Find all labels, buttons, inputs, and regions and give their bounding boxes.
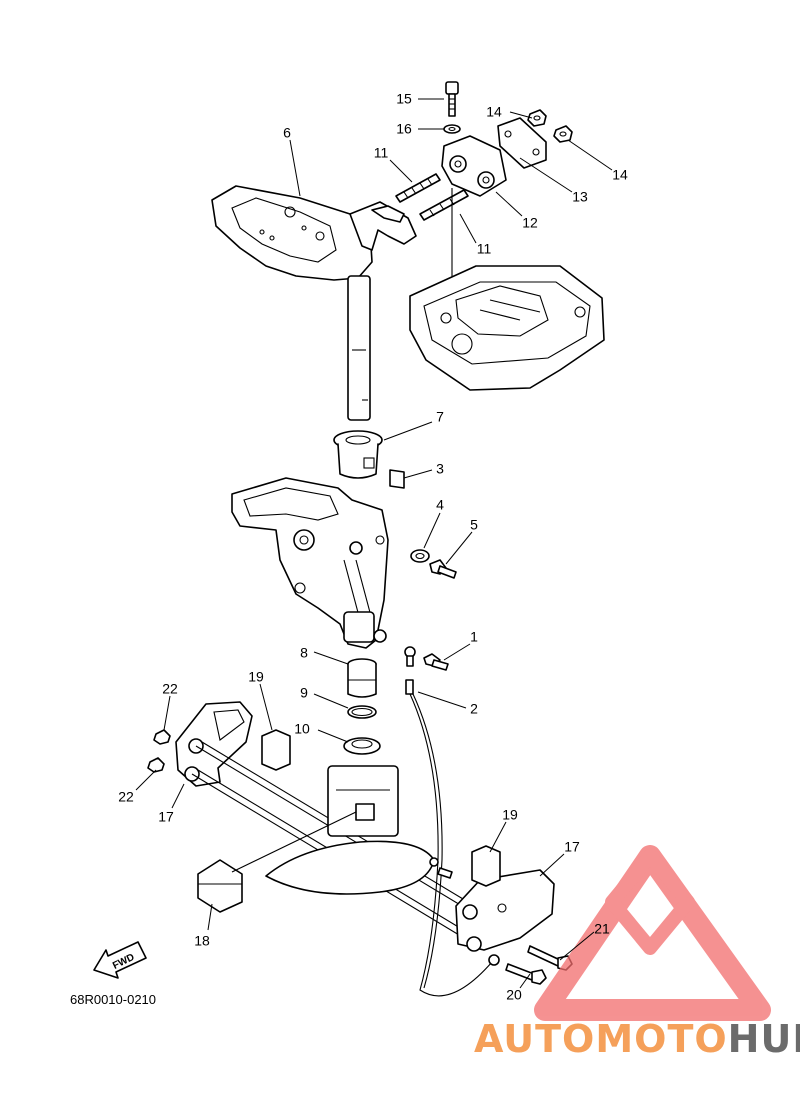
clamp-bracket-17-right (455, 869, 555, 952)
callout-number: 13 (572, 189, 588, 205)
leader-line (519, 973, 531, 989)
clip-18 (197, 859, 243, 913)
callout-number: 11 (477, 241, 492, 257)
collar-4 (410, 549, 430, 563)
leader-line (559, 931, 595, 961)
callout-number: 9 (300, 685, 308, 701)
ground-lead-2 (404, 646, 500, 997)
watermark-text-part-1: AUTOMOTO (474, 1017, 728, 1061)
callout-number: 16 (396, 121, 412, 137)
callout-number: 12 (522, 215, 538, 231)
leader-line (423, 512, 441, 549)
mount-rubber-12 (441, 135, 507, 197)
seal-10 (343, 737, 381, 755)
callout-number: 18 (194, 933, 210, 949)
leader-line (171, 783, 185, 809)
nut-22-lower (147, 757, 165, 773)
callout-number: 8 (300, 645, 308, 661)
stud-bolt-11-lower (419, 189, 469, 221)
callout-number: 21 (594, 921, 610, 937)
fwd-arrow-icon: FWD (93, 941, 147, 979)
leader-line (289, 139, 301, 197)
stud-bolt-11-upper (395, 173, 441, 203)
callout-number: 11 (374, 145, 389, 161)
leader-line (163, 695, 171, 731)
leader-line (489, 821, 507, 853)
watermark-text-part-2: HUB (728, 1017, 800, 1061)
callout-number: 1 (470, 629, 478, 645)
callout-number: 17 (564, 839, 580, 855)
leader-line (495, 191, 523, 217)
leader-line (445, 531, 473, 565)
callout-number: 3 (436, 461, 444, 477)
plate-3 (389, 469, 405, 489)
leader-line (519, 157, 573, 193)
leader-line (539, 853, 565, 877)
callout-number: 22 (118, 789, 134, 805)
leader-line (417, 691, 467, 709)
pad-19-right (471, 845, 501, 887)
o-ring-9 (347, 705, 377, 719)
callout-number: 19 (248, 669, 264, 685)
engine-base (409, 265, 605, 391)
nut-14-upper (527, 109, 547, 127)
bolt-1 (423, 653, 449, 671)
bolt-20 (505, 963, 547, 985)
callout-number: 6 (283, 125, 291, 141)
callout-number: 20 (506, 987, 522, 1003)
screw-small (429, 857, 453, 879)
watermark-text: AUTOMOTOHUB (474, 1017, 800, 1061)
leader-line (443, 643, 471, 661)
leader-line (313, 651, 349, 665)
leader-line (509, 111, 533, 119)
lower-casing (265, 765, 435, 895)
callout-number: 14 (486, 104, 502, 120)
leader-line (459, 213, 477, 244)
washer-16 (443, 124, 461, 134)
bushing-7 (333, 430, 383, 479)
diagram-code: 68R0010-0210 (70, 992, 156, 1007)
callout-number: 10 (294, 721, 310, 737)
callout-number: 4 (436, 497, 444, 513)
nut-22-upper (153, 729, 171, 745)
callout-number: 22 (162, 681, 178, 697)
bushing-8 (347, 658, 377, 698)
nut-14-right (553, 125, 573, 143)
leader-line (313, 693, 349, 709)
steering-bracket-6 (211, 185, 417, 421)
callout-number: 19 (502, 807, 518, 823)
leader-line (567, 139, 613, 171)
leader-line (317, 729, 349, 743)
watermark-logo-triangle (534, 845, 771, 1021)
bolt-15 (445, 81, 459, 117)
leader-line (383, 421, 433, 441)
callout-number: 14 (612, 167, 628, 183)
pad-19-left (261, 729, 291, 771)
callout-number: 17 (158, 809, 174, 825)
bracket-13 (497, 117, 547, 169)
callout-number: 15 (396, 91, 412, 107)
swivel-bracket (231, 477, 389, 649)
callout-number: 5 (470, 517, 478, 533)
leader-line (135, 769, 157, 791)
callout-number: 2 (470, 701, 478, 717)
bolt-5 (429, 559, 457, 579)
callout-number: 7 (436, 409, 444, 425)
leader-line (259, 683, 273, 731)
leader-line (403, 469, 433, 479)
leader-line (389, 159, 413, 183)
leader-line (207, 903, 213, 931)
